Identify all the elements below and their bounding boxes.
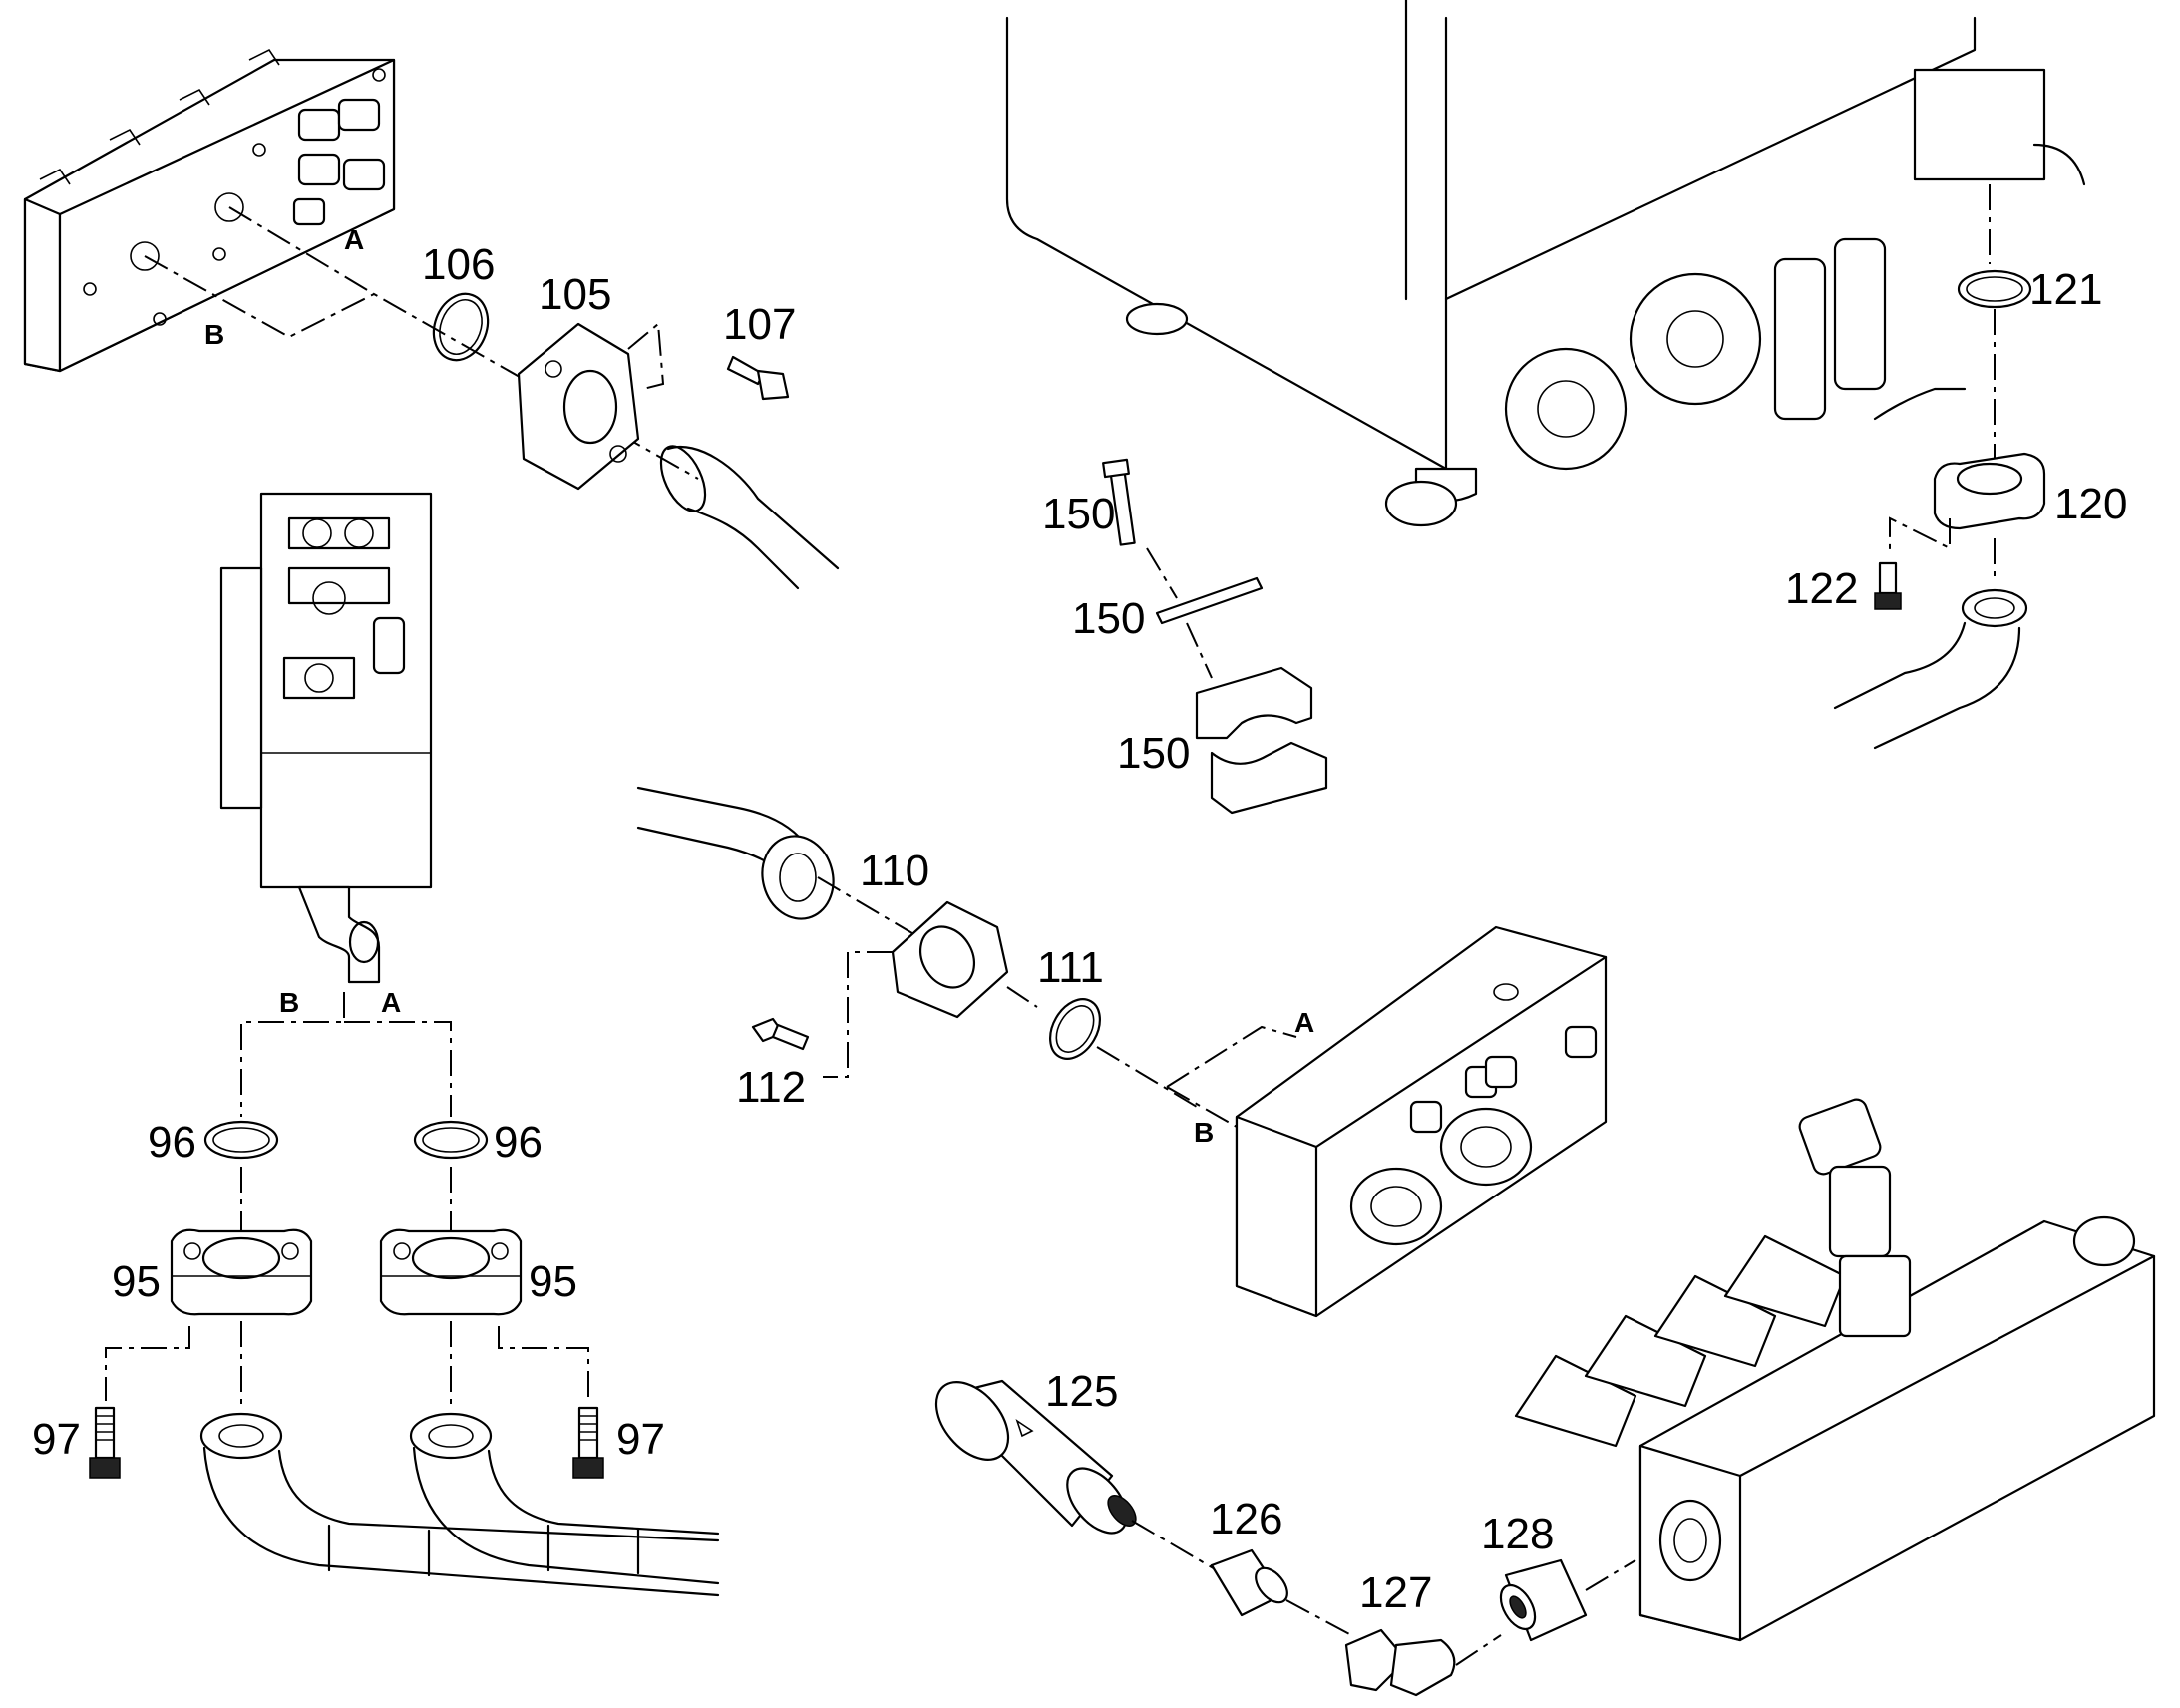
clamp-halves-150 bbox=[1195, 666, 1328, 815]
valve-block-left bbox=[219, 492, 433, 984]
manifold-bottom-right bbox=[1514, 1098, 2156, 1642]
label-97-left: 97 bbox=[32, 1415, 81, 1464]
bolt-112 bbox=[751, 1017, 810, 1051]
o-ring-111 bbox=[1049, 998, 1101, 1060]
inline-filter-125 bbox=[934, 1379, 1137, 1535]
label-121: 121 bbox=[2029, 265, 2102, 314]
adapter-126 bbox=[1210, 1548, 1288, 1617]
elbow-127 bbox=[1344, 1628, 1456, 1697]
label-128: 128 bbox=[1481, 1510, 1554, 1558]
o-ring-121 bbox=[1957, 269, 2032, 309]
union-128 bbox=[1499, 1558, 1588, 1642]
clamp-plate-150 bbox=[1155, 576, 1264, 625]
hose-center bbox=[636, 786, 835, 920]
flange-95-right bbox=[379, 1228, 523, 1316]
tank-unit-top-right bbox=[1005, 0, 2086, 527]
port-label-a-center: A bbox=[1294, 1007, 1314, 1038]
flange-120 bbox=[1933, 452, 2046, 530]
manifold-plate-center-right bbox=[1235, 925, 1608, 1318]
bolt-97-right bbox=[572, 1406, 604, 1479]
label-96-left: 96 bbox=[148, 1118, 196, 1167]
label-112: 112 bbox=[736, 1063, 806, 1112]
label-97-right: 97 bbox=[616, 1415, 665, 1464]
label-120: 120 bbox=[2054, 480, 2127, 528]
o-ring-96-left bbox=[203, 1120, 279, 1160]
label-127: 127 bbox=[1359, 1568, 1432, 1617]
bolt-122 bbox=[1874, 561, 1902, 610]
label-95-left: 95 bbox=[112, 1257, 161, 1306]
label-111: 111 bbox=[1037, 943, 1104, 992]
split-flange-110 bbox=[891, 900, 1009, 1019]
label-106: 106 bbox=[422, 240, 495, 289]
clamp-bolt-150 bbox=[1102, 458, 1136, 546]
bolt-97-left bbox=[89, 1406, 121, 1479]
o-ring-106 bbox=[432, 292, 490, 362]
label-122: 122 bbox=[1785, 564, 1858, 613]
split-flange-105 bbox=[517, 322, 640, 491]
label-125: 125 bbox=[1045, 1367, 1118, 1416]
bolt-107 bbox=[726, 355, 790, 401]
label-107: 107 bbox=[723, 300, 796, 349]
o-ring-96-right bbox=[413, 1120, 489, 1160]
label-150-bottom: 150 bbox=[1117, 729, 1190, 778]
port-label-b-center: B bbox=[1194, 1117, 1214, 1148]
port-label-b-top: B bbox=[204, 319, 224, 350]
flange-95-left bbox=[170, 1228, 313, 1316]
hose-elbow-right bbox=[1833, 588, 2028, 750]
hose-elbows-lower-left bbox=[199, 1412, 720, 1597]
label-150-top: 150 bbox=[1042, 490, 1115, 538]
port-label-b-left: B bbox=[279, 987, 299, 1018]
port-label-a-top: A bbox=[344, 224, 364, 255]
label-126: 126 bbox=[1210, 1495, 1282, 1543]
label-150-mid: 150 bbox=[1072, 594, 1145, 643]
label-95-right: 95 bbox=[529, 1257, 577, 1306]
manifold-plate-top-left bbox=[23, 48, 396, 373]
label-96-right: 96 bbox=[494, 1118, 543, 1167]
label-110: 110 bbox=[860, 847, 929, 895]
port-label-a-left: A bbox=[381, 987, 401, 1018]
label-105: 105 bbox=[539, 270, 611, 319]
